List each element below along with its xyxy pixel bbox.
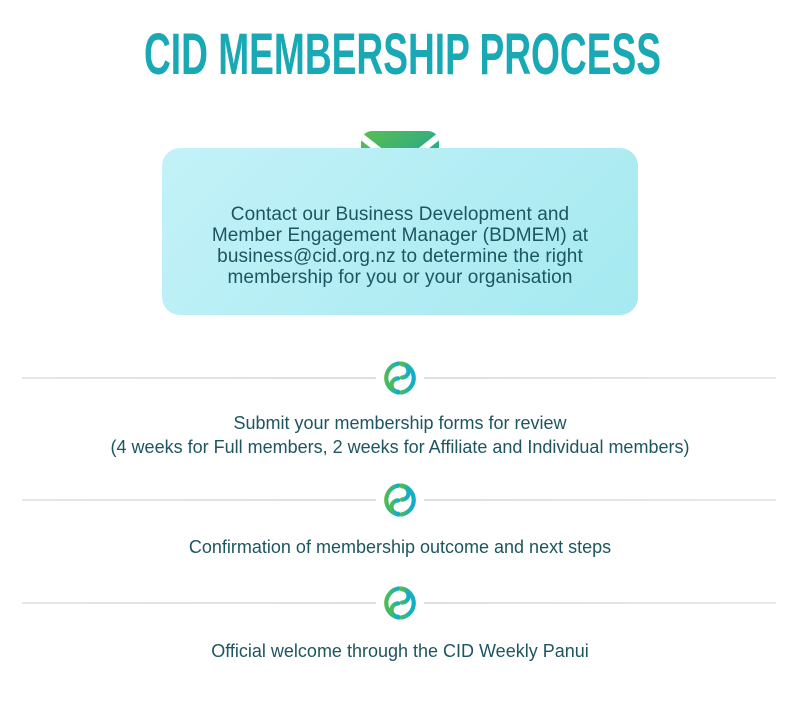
cid-logo-icon [376,579,424,627]
page-title: CID MEMBERSHIP PROCESS [144,22,662,87]
step-text: Submit your membership forms for review … [0,411,800,459]
step-text-line: Submit your membership forms for review [233,413,567,433]
step-text: Official welcome through the CID Weekly … [0,639,800,663]
step-text: Confirmation of membership outcome and n… [0,535,800,559]
contact-card-line-email: business@cid.org.nz to determine the rig… [217,246,583,267]
contact-card-line: membership for you or your organisation [227,267,573,288]
step-text-line: Official welcome through the CID Weekly … [211,641,589,661]
contact-card: Contact our Business Development and Mem… [162,148,638,315]
contact-card-line: Contact our Business Development and [230,204,570,225]
cid-logo-icon [376,476,424,524]
step-text-line: Confirmation of membership outcome and n… [188,537,612,557]
cid-logo-icon [376,354,424,402]
contact-card-line: Member Engagement Manager (BDMEM) at [211,225,589,246]
step-text-line: (4 weeks for Full members, 2 weeks for A… [110,437,690,457]
